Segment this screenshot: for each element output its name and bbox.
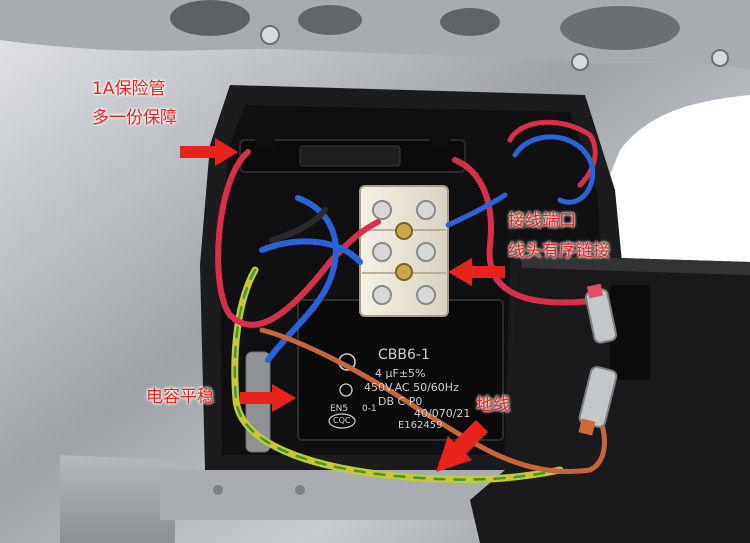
vent-hole [440, 8, 500, 36]
annotation-ground: 地线 [476, 395, 510, 415]
terminal-screw [372, 200, 392, 220]
capacitor-voltage: 450V.AC 50/60Hz [364, 381, 459, 394]
screw-head [295, 485, 305, 495]
vent-hole [560, 6, 680, 50]
black-wire [269, 207, 328, 243]
terminal-screw [416, 242, 436, 262]
capacitor-class: 40/070/21 [414, 407, 471, 420]
side-cover-edge [520, 255, 750, 275]
fuse-cap [255, 132, 275, 146]
fuse-cap [430, 132, 450, 146]
capacitor-cert-id: E162459 [398, 420, 443, 431]
annotation-fuse-line2: 多一份保障 [92, 108, 177, 128]
vent-hole [170, 0, 250, 36]
terminal-screw [416, 285, 436, 305]
spade-connector-lower [578, 365, 618, 436]
annotation-terminal-line1: 接线端口 [508, 211, 576, 231]
arrow-terminal [448, 258, 505, 286]
screw-head [213, 485, 223, 495]
red-wire [452, 157, 603, 306]
capacitor-codes: DB C P0 [378, 395, 423, 408]
base-plate [60, 455, 175, 543]
capacitor-standard-left: EN5 [330, 404, 349, 414]
blue-wire [445, 192, 508, 228]
terminal-screws [372, 200, 436, 305]
terminal-screw-brass [395, 222, 413, 240]
vent-hole [298, 5, 362, 35]
capacitor-model: CBB6-1 [378, 347, 430, 363]
terminal-screw [416, 200, 436, 220]
capacitor-capacitance: 4 μF±5% [375, 367, 426, 380]
blue-wire [259, 238, 363, 265]
ground-wire-stripe [233, 268, 562, 481]
terminal-screw [372, 242, 392, 262]
fuse-glass [299, 145, 401, 167]
rivet [571, 53, 589, 71]
capacitor-standard-right: 0-1 [362, 404, 377, 414]
switch-slot [610, 285, 650, 380]
base-plate-front [160, 470, 520, 520]
capacitor-cert-mark: CQC [333, 416, 351, 425]
arrow-fuse [180, 138, 238, 166]
blue-wire-top [512, 134, 596, 205]
annotation-capacitor: 电容平稳 [146, 387, 214, 407]
rivet [711, 49, 729, 67]
red-wire [215, 149, 381, 328]
capacitor-cert-oval [328, 413, 356, 429]
capacitor-ce-mark [339, 383, 353, 397]
terminal-screw [372, 285, 392, 305]
rivet [260, 25, 280, 45]
spade-connector-upper [584, 283, 618, 344]
arrow-capacitor [240, 384, 296, 412]
arrow-ground [436, 420, 488, 472]
annotation-fuse-line1: 1A保险管 [92, 79, 166, 99]
terminal-screw-brass [395, 263, 413, 281]
annotation-terminal-line2: 线头有序链接 [508, 241, 610, 261]
